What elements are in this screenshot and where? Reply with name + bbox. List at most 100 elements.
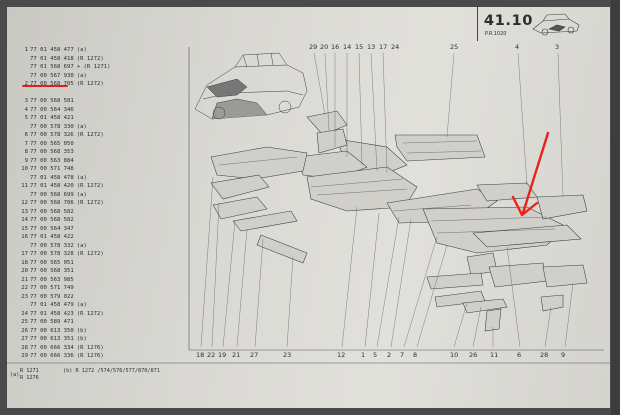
callout-bottom: 12	[337, 351, 346, 359]
parts-list-row: 77 01 568 697+ (R 1271)	[20, 64, 110, 70]
parts-list-number: 77 00 578 330	[30, 123, 74, 130]
callout-bottom: 2	[387, 351, 392, 359]
parts-list-ref: 25	[21, 319, 28, 325]
parts-list-note: (R 1272)	[76, 55, 104, 62]
header-divider	[477, 7, 478, 41]
parts-list-ref: 6	[24, 132, 28, 138]
parts-list-note: (R 1276)	[76, 344, 104, 351]
parts-list-number: 77 00 613 351	[30, 336, 74, 342]
parts-list-row: 77 00 578 332(a)	[20, 243, 87, 249]
bottom-leader-lines	[200, 176, 574, 348]
parts-list-note: (R 1272)	[76, 132, 104, 138]
parts-list-note: (a)	[76, 72, 87, 79]
parts-list-ref: 10	[21, 166, 28, 172]
callout-bottom: 18	[196, 351, 205, 359]
parts-list-ref: 4	[24, 106, 28, 113]
callout-top: 20	[320, 43, 329, 51]
parts-list-number: 77 00 578 328	[30, 251, 74, 257]
parts-list-note: + (R 1271)	[76, 64, 111, 70]
parts-list-number: 77 00 563 884	[30, 157, 74, 164]
parts-list-ref: 17	[21, 251, 28, 257]
callout-bottom: 27	[250, 351, 259, 359]
callout-top: 4	[515, 43, 520, 51]
callout-bottom: 22	[207, 351, 216, 359]
parts-list-number: 77 00 568 706	[30, 200, 74, 206]
parts-list-ref: 2	[24, 81, 28, 87]
callout-bottom: 28	[540, 351, 549, 359]
parts-list-note: (R 1272)	[76, 251, 104, 257]
parts-list-ref: 1	[24, 47, 28, 53]
floor-pan-parts	[210, 110, 588, 332]
parts-list-ref: 5	[24, 115, 28, 121]
parts-list-row: 77 00 568 699(a)	[20, 192, 87, 198]
callout-top: 29	[309, 43, 318, 51]
parts-list-ref: 12	[21, 200, 28, 206]
parts-list-row: 77 00 567 930(a)	[20, 73, 87, 79]
parts-list-number: 77 00 568 353	[30, 149, 74, 155]
page-date: P.R.1020	[485, 31, 507, 37]
callout-bottom: 1	[361, 351, 366, 359]
parts-list-ref: 22	[21, 285, 28, 291]
parts-list-note: (R 1272)	[76, 200, 104, 206]
parts-list-number: 77 00 565 051	[30, 259, 74, 266]
background-strip	[611, 0, 620, 415]
parts-list-ref: 23	[21, 293, 28, 300]
parts-list-number: 77 00 666 336	[30, 353, 74, 359]
parts-list-number: 77 01 458 478	[30, 174, 74, 181]
parts-list-ref: 14	[21, 217, 28, 223]
callout-top: 25	[450, 43, 459, 51]
parts-list-ref: 16	[21, 234, 28, 240]
parts-list-note: (b)	[76, 327, 87, 334]
parts-list-ref: 3	[24, 98, 28, 104]
parts-list-note: (a)	[76, 47, 87, 53]
parts-list-ref: 8	[24, 149, 28, 155]
parts-list-number: 77 00 565 050	[30, 140, 74, 147]
red-underline-annotation	[22, 85, 68, 87]
callout-bottom: 9	[561, 351, 566, 359]
callout-top: 17	[379, 43, 388, 51]
callout-bottom: 19	[218, 351, 227, 359]
parts-list-number: 77 01 458 421	[30, 115, 74, 121]
callout-top: 14	[343, 43, 352, 51]
callout-bottom: 7	[400, 351, 405, 359]
parts-list-number: 77 00 568 581	[30, 98, 74, 104]
parts-list-note: (R 1272)	[76, 81, 104, 87]
parts-list-number: 77 00 568 582	[30, 208, 74, 215]
parts-list-number: 77 01 458 420	[30, 183, 74, 189]
parts-list-note: (a)	[76, 242, 87, 249]
callout-bottom: 11	[490, 351, 499, 359]
parts-list-note: (a)	[76, 191, 87, 198]
parts-list-ref: 24	[21, 310, 28, 317]
parts-list-number: 77 00 571 748	[30, 166, 74, 172]
callout-bottom: 10	[450, 351, 459, 359]
parts-list-number: 77 01 568 697	[30, 64, 74, 70]
footer-a-label: (a)	[10, 372, 20, 378]
parts-list-ref: 7	[24, 140, 28, 147]
callout-bottom: 26	[469, 351, 478, 359]
parts-list-number: 77 00 613 350	[30, 327, 74, 334]
parts-list-number: 77 01 458 423	[30, 310, 74, 317]
parts-list-row: 77 01 458 418(R 1272)	[20, 56, 104, 62]
parts-list-ref: 18	[21, 259, 28, 266]
parts-list-ref: 13	[21, 208, 28, 215]
parts-list-number: 77 00 568 705	[30, 81, 74, 87]
parts-list-number: 77 01 458 477	[30, 47, 74, 53]
parts-list-ref: 9	[24, 157, 28, 164]
